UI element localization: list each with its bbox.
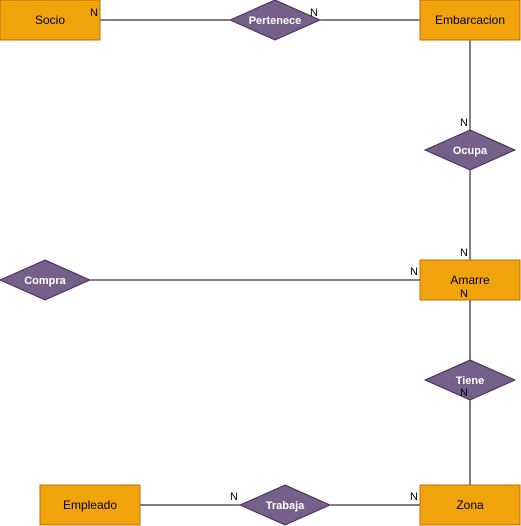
cardinality-compra-amarre: N [410,266,418,278]
relationship-compra-label: Compra [24,275,66,287]
cardinality-ocupa-amarre: N [460,247,468,259]
relationship-tiene-label: Tiene [456,375,485,387]
entity-embarcacion-label: Embarcacion [435,13,505,27]
cardinality-pertenece-embarcacion: N [310,7,318,19]
entity-amarre-label: Amarre [450,273,490,287]
entity-socio-label: Socio [35,13,65,27]
relationship-ocupa[interactable]: Ocupa [423,129,517,171]
cardinality-embarcacion-ocupa: N [460,117,468,129]
cardinality-amarre-tiene: N [460,288,468,300]
entity-socio[interactable]: Socio [0,0,101,41]
relationship-tiene[interactable]: Tiene [423,359,517,401]
entity-empleado-label: Empleado [63,498,117,512]
relationship-pertenece[interactable]: Pertenece [228,0,322,41]
cardinality-trabaja-zona: N [410,491,418,503]
entity-zona[interactable]: Zona [419,484,521,526]
relationship-pertenece-label: Pertenece [249,15,302,27]
entity-empleado[interactable]: Empleado [39,484,141,526]
relationship-trabaja[interactable]: Trabaja [238,484,332,526]
entity-embarcacion[interactable]: Embarcacion [419,0,521,41]
cardinality-socio-pertenece: N [90,7,98,19]
relationship-compra[interactable]: Compra [0,259,92,301]
cardinality-empleado-trabaja: N [230,491,238,503]
cardinality-tiene-zona: N [460,387,468,399]
relationship-trabaja-label: Trabaja [266,500,305,512]
relationship-ocupa-label: Ocupa [453,145,488,157]
entity-zona-label: Zona [456,498,484,512]
entity-amarre[interactable]: Amarre [419,259,521,301]
